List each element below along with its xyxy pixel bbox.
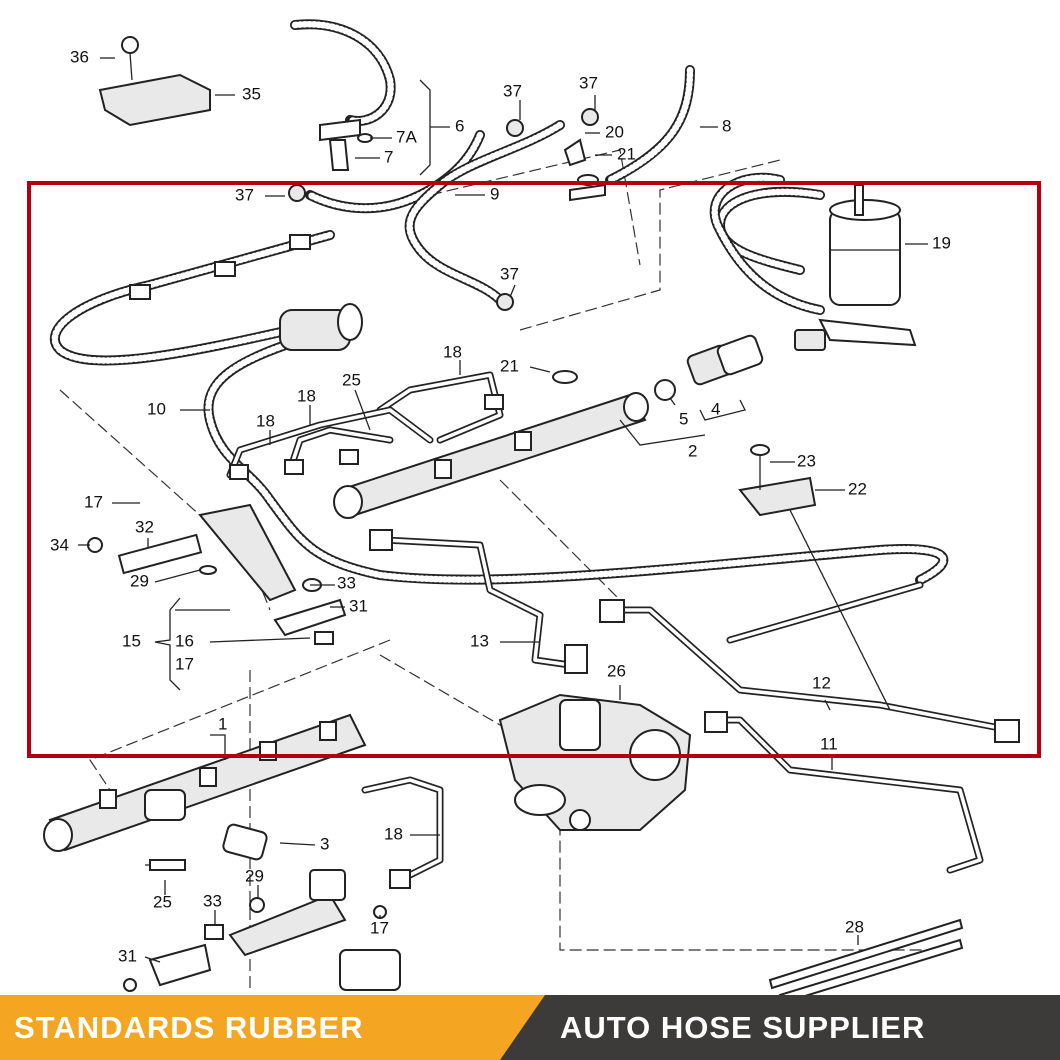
callout-label: 26	[607, 661, 626, 680]
callout-label: 7	[384, 147, 393, 166]
callout-label: 32	[135, 517, 154, 536]
callout-label: 37	[235, 185, 254, 204]
callout-label: 3	[320, 834, 329, 853]
callout-label: 8	[722, 116, 731, 135]
parts-diagram: 36 35 6 7A 7 37 37 37 20 21 8 9 37 19 10…	[43, 19, 1020, 995]
callout-label: 25	[342, 370, 361, 389]
return-hose-10	[49, 230, 949, 585]
callout-label: 11	[820, 734, 838, 753]
callout-label: 16	[175, 631, 194, 650]
line-11	[704, 711, 984, 874]
callout-label: 18	[443, 342, 462, 361]
callout-labels: 36 35 6 7A 7 37 37 37 20 21 8 9 37 19 10…	[50, 47, 951, 965]
callout-label: 18	[256, 411, 275, 430]
callout-label: 34	[50, 535, 69, 554]
fuel-filter-19	[709, 172, 917, 351]
banner-right-text: AUTO HOSE SUPPLIER	[560, 1010, 926, 1045]
callout-label: 29	[245, 866, 264, 885]
lower-injector	[123, 869, 401, 992]
hose-9	[305, 120, 565, 305]
line-12	[599, 581, 1020, 743]
callout-label: 33	[203, 891, 222, 910]
callout-label: 21	[617, 144, 636, 163]
callout-label: 20	[605, 122, 624, 141]
banner-right-panel	[500, 995, 1060, 1060]
fuel-rail-2	[333, 334, 764, 519]
hose-8	[605, 65, 695, 185]
banner-left-text: STANDARDS RUBBER	[14, 1010, 364, 1045]
callout-label: 17	[84, 492, 103, 511]
callout-label: 37	[579, 73, 598, 92]
callout-label: 37	[503, 81, 522, 100]
callout-label: 7A	[396, 127, 417, 146]
callout-label: 22	[848, 479, 867, 498]
rail-1	[43, 713, 367, 871]
callout-label: 4	[711, 399, 720, 418]
hose-6	[290, 19, 396, 171]
callout-label: 37	[500, 264, 519, 283]
callout-label: 15	[122, 631, 141, 650]
callout-label: 10	[147, 399, 166, 418]
callout-label: 25	[153, 892, 172, 911]
callout-label: 17	[175, 654, 194, 673]
banner-left-panel	[0, 995, 545, 1060]
lower-line-18	[361, 776, 444, 889]
callout-label: 9	[490, 184, 499, 203]
pressure-line-13	[369, 529, 588, 674]
callout-label: 13	[470, 631, 489, 650]
callout-label: 18	[297, 386, 316, 405]
leader-lines	[78, 57, 928, 963]
callout-label: 2	[688, 441, 697, 460]
callout-label: 1	[218, 714, 227, 733]
callout-label: 33	[337, 573, 356, 592]
callout-label: 29	[130, 571, 149, 590]
callout-label: 21	[500, 356, 519, 375]
callout-label: 35	[242, 84, 261, 103]
cable-ties-28	[768, 918, 964, 995]
callout-label: 6	[455, 116, 464, 135]
high-pressure-pump-26	[498, 693, 692, 831]
callout-label: 17	[370, 918, 389, 937]
callout-label: 12	[812, 673, 831, 692]
callout-label: 5	[679, 409, 688, 428]
callout-label: 36	[70, 47, 89, 66]
clamps	[98, 36, 606, 311]
callout-label: 23	[797, 451, 816, 470]
banner: STANDARDS RUBBER AUTO HOSE SUPPLIER	[0, 995, 1060, 1060]
sensor-22	[738, 444, 891, 711]
callout-label: 31	[349, 596, 368, 615]
callout-label: 18	[384, 824, 403, 843]
injector-15	[87, 503, 347, 645]
callout-label: 31	[118, 946, 137, 965]
callout-label: 28	[845, 917, 864, 936]
injector-lines-18	[226, 371, 504, 480]
callout-label: 19	[932, 233, 951, 252]
